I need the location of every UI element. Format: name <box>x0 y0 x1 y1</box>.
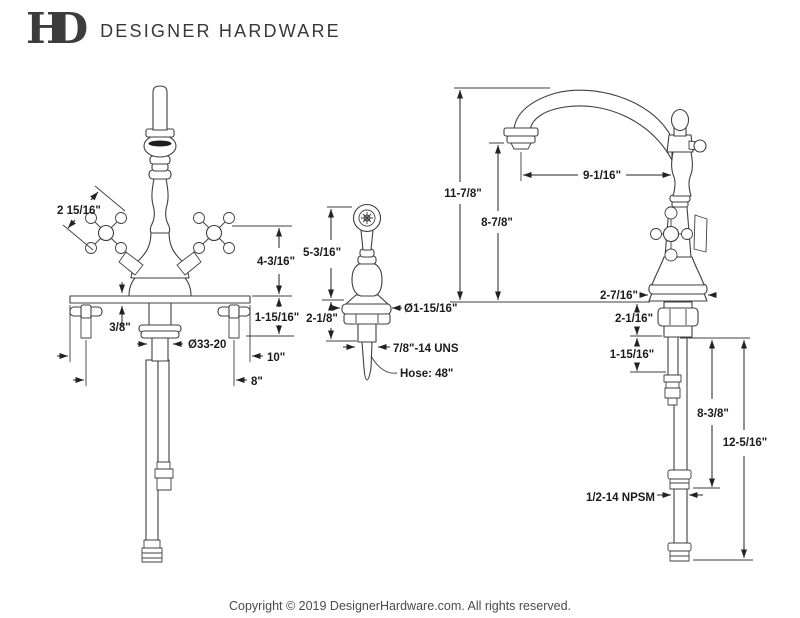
dim-deck-width: 10" <box>267 352 285 364</box>
copyright-text: Copyright © 2019 DesignerHardware.com. A… <box>229 599 571 613</box>
dim-sprayer-height: 5-3/16" <box>303 247 341 259</box>
monogram-letter-d: D <box>51 4 89 53</box>
dim-handle-height: 4-3/16" <box>257 256 295 268</box>
mounting-bolt-right <box>217 304 251 339</box>
dim-to-fitting: 8-3/8" <box>697 408 729 420</box>
dim-spout-height: 8-7/8" <box>481 217 513 229</box>
dim-sprayer-thread: 7/8"-14 UNS <box>393 343 459 355</box>
dim-base-diameter: 2-7/16" <box>600 290 638 302</box>
monogram-letter-h: H <box>26 4 66 53</box>
dim-handle-length: 2 15/16" <box>57 205 101 217</box>
dim-sprayer-hose-length: Hose: 48" <box>400 368 453 380</box>
dim-shank-length: 2-1/16" <box>615 313 653 325</box>
side-view-dimensions: 11-7/8" 8-7/8" 9-1/16" 2-7/16" 2-1/16" 1… <box>444 87 767 561</box>
faucet-front-view <box>69 85 251 563</box>
cross-handle-side <box>650 206 708 262</box>
dim-shank-thread-front: Ø33-20 <box>188 339 226 351</box>
faucet-side-view <box>503 89 708 562</box>
dim-bolt-spacing: 8" <box>251 376 263 388</box>
dim-sprayer-below-deck: 2-1/8" <box>306 313 338 325</box>
dim-supply-tube: 1-15/16" <box>610 349 654 361</box>
cross-handle-right <box>176 212 235 276</box>
dim-spout-reach: 9-1/16" <box>583 170 621 182</box>
dim-hose-length: 12-5/16" <box>723 437 767 449</box>
sprayer-dimensions: 5-3/16" 2-1/8" Ø1-15/16" 7/8"-14 UNS Hos… <box>303 206 459 380</box>
mounting-bolt-left <box>69 304 103 339</box>
dim-below-deck-front: 1-15/16" <box>255 312 299 324</box>
dim-deck-thickness: 3/8" <box>109 322 130 334</box>
front-view-dimensions: 2 15/16" 4-3/16" 1-15/16" 3/8" Ø33-20 10… <box>57 185 299 388</box>
brand-name: DESIGNER HARDWARE <box>100 20 341 41</box>
cross-handle-left <box>85 212 144 276</box>
side-sprayer-view <box>341 203 392 381</box>
dim-overall-height: 11-7/8" <box>444 188 481 200</box>
dim-sprayer-flange-diameter: Ø1-15/16" <box>404 303 457 315</box>
brand-header: HD DESIGNER HARDWARE <box>26 6 341 52</box>
brand-monogram-icon: HD <box>26 6 88 52</box>
dim-hose-thread: 1/2-14 NPSM <box>586 492 655 504</box>
